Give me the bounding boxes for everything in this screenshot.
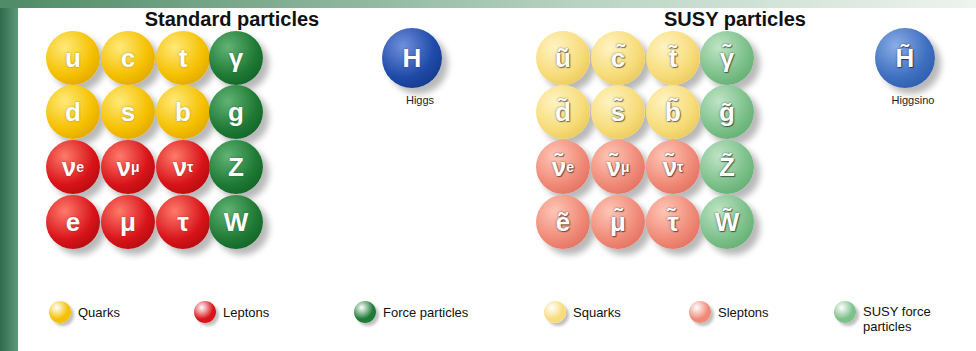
legend-label: Force particles (383, 305, 468, 320)
particle-sphere: g̃ (700, 85, 754, 139)
particle-symbol: d̃ (536, 85, 590, 139)
legend-swatch (834, 301, 856, 323)
legend-swatch (354, 301, 376, 323)
legend-label: SUSY force particles (863, 304, 943, 334)
particle-sphere: g (209, 85, 263, 139)
particle-sphere: νμ (101, 140, 155, 194)
particle-sphere: u (46, 31, 100, 85)
particle-sphere: τ (156, 195, 210, 249)
particle-sphere: W (209, 195, 263, 249)
particle-symbol: c̃ (591, 31, 645, 85)
particle-symbol: ν̃μ (591, 140, 645, 194)
particle-symbol: b (156, 85, 210, 139)
particle-symbol: μ̃ (591, 195, 645, 249)
particle-symbol: τ (156, 195, 210, 249)
top-band (0, 0, 976, 8)
particle-symbol: W (209, 195, 263, 249)
particle-symbol: W̃ (700, 195, 754, 249)
particle-symbol: γ̃ (700, 31, 754, 85)
particle-sphere: d (46, 85, 100, 139)
particle-name: Higgsino (892, 94, 935, 106)
particle-sphere: τ̃ (646, 195, 700, 249)
particle-symbol: b̃ (646, 85, 700, 139)
particle-sphere: μ̃ (591, 195, 645, 249)
particle-symbol: ντ (156, 140, 210, 194)
particle-sphere: e (46, 195, 100, 249)
particle-symbol: H (382, 28, 442, 88)
particle-symbol: Z (209, 140, 263, 194)
legend-swatch (49, 301, 71, 323)
particle-sphere: s̃ (591, 85, 645, 139)
particle-sphere: νe (46, 140, 100, 194)
particle-symbol: τ̃ (646, 195, 700, 249)
particle-sphere: γ̃ (700, 31, 754, 85)
particle-sphere: ν̃e (536, 140, 590, 194)
particle-symbol: g (209, 85, 263, 139)
particle-symbol: g̃ (700, 85, 754, 139)
particle-symbol: Z̃ (700, 140, 754, 194)
particle-symbol: d (46, 85, 100, 139)
particle-symbol: e (46, 195, 100, 249)
particle-symbol: c (101, 31, 155, 85)
particle-sphere: d̃ (536, 85, 590, 139)
particle-sphere: c̃ (591, 31, 645, 85)
particle-sphere: ν̃τ (646, 140, 700, 194)
particle-sphere: Z̃ (700, 140, 754, 194)
legend-swatch (194, 301, 216, 323)
particle-sphere: b̃ (646, 85, 700, 139)
particle-sphere: μ (101, 195, 155, 249)
particle-sphere: t (156, 31, 210, 85)
particle-symbol: νμ (101, 140, 155, 194)
particle-sphere: W̃ (700, 195, 754, 249)
particle-symbol: γ (209, 31, 263, 85)
particle-sphere: Z (209, 140, 263, 194)
particle-symbol: H̃ (875, 28, 935, 88)
particle-sphere: c (101, 31, 155, 85)
legend-label: Squarks (573, 305, 621, 320)
particle-symbol: ũ (536, 31, 590, 85)
legend-label: Quarks (78, 305, 120, 320)
particle-symbol: ν̃e (536, 140, 590, 194)
particle-symbol: t (156, 31, 210, 85)
side-band (0, 0, 18, 351)
particle-symbol: ν̃τ (646, 140, 700, 194)
particle-symbol: u (46, 31, 100, 85)
particle-symbol: ẽ (536, 195, 590, 249)
particle-symbol: s̃ (591, 85, 645, 139)
legend-label: Sleptons (718, 305, 769, 320)
legend-swatch (544, 301, 566, 323)
particle-sphere: ẽ (536, 195, 590, 249)
legend-label: Leptons (223, 305, 269, 320)
particle-symbol: s (101, 85, 155, 139)
particle-sphere: ντ (156, 140, 210, 194)
particle-symbol: t̃ (646, 31, 700, 85)
panel-heading: Standard particles (72, 8, 392, 31)
particle-symbol: μ (101, 195, 155, 249)
particle-sphere: s (101, 85, 155, 139)
panel-heading: SUSY particles (575, 8, 895, 31)
particle-sphere: ũ (536, 31, 590, 85)
legend-swatch (689, 301, 711, 323)
particle-sphere: γ (209, 31, 263, 85)
particle-sphere: t̃ (646, 31, 700, 85)
particle-sphere: ν̃μ (591, 140, 645, 194)
particle-name: Higgs (406, 94, 434, 106)
particle-sphere: b (156, 85, 210, 139)
higgs-sphere: HHiggs (382, 28, 442, 88)
higgsino-sphere: H̃Higgsino (875, 28, 935, 88)
particle-symbol: νe (46, 140, 100, 194)
